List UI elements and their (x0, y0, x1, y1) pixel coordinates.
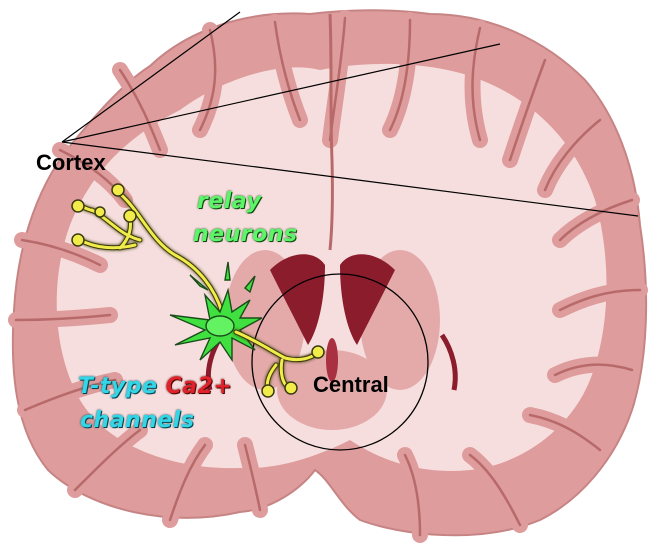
ttype-label-line2: channels (80, 410, 194, 432)
relay-label-line2: neurons (193, 224, 297, 246)
ttype-label-line1: T-type Ca2+ (78, 376, 232, 398)
central-label: Central (313, 374, 389, 396)
ttype-ion: Ca2+ (166, 374, 233, 399)
relay-label-line1: relay (197, 191, 261, 213)
cortex-label: Cortex (36, 152, 106, 174)
ttype-prefix: T-type (78, 374, 157, 399)
brain-coronal-section-icon (13, 10, 646, 535)
